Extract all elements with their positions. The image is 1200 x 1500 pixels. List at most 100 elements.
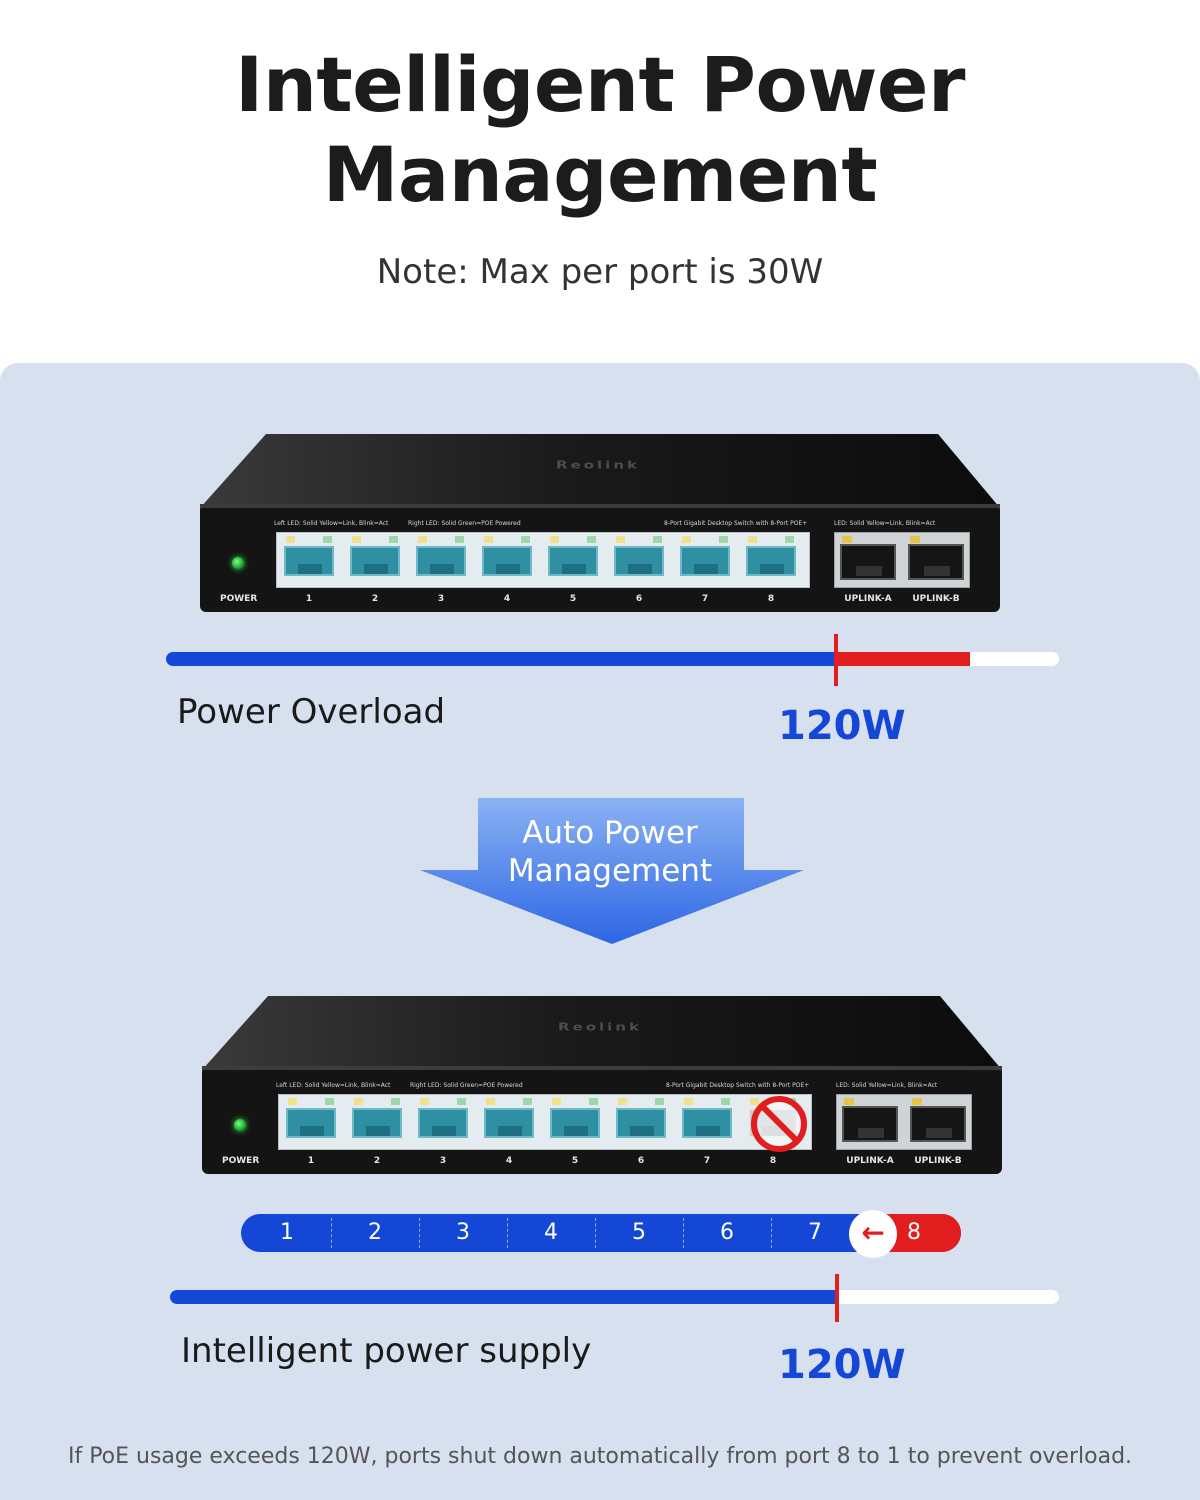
port-strip-divider bbox=[331, 1218, 332, 1248]
brand-logo: Reolink bbox=[558, 1020, 642, 1034]
port-number-label: 1 bbox=[305, 594, 313, 604]
port-strip-divider bbox=[683, 1218, 684, 1248]
port-link-led bbox=[748, 536, 757, 543]
port-leds bbox=[416, 536, 466, 544]
intelligent-power-bar bbox=[170, 1290, 1059, 1304]
port-strip-divider bbox=[595, 1218, 596, 1248]
ethernet-port-icon bbox=[414, 1096, 472, 1148]
port-strip-segment: 7 bbox=[808, 1220, 822, 1245]
port-leds bbox=[284, 536, 334, 544]
power-led-icon bbox=[232, 557, 244, 569]
port-jack bbox=[680, 546, 730, 576]
port-poe-led bbox=[653, 536, 662, 543]
ethernet-port-icon bbox=[610, 534, 668, 586]
ethernet-port-icon bbox=[742, 534, 800, 586]
port-leds bbox=[352, 1098, 402, 1106]
port-link-led bbox=[750, 1098, 759, 1105]
port-number-label: 8 bbox=[767, 594, 775, 604]
disabled-port-icon bbox=[751, 1096, 807, 1152]
port-jack bbox=[616, 1108, 666, 1138]
port-poe-led bbox=[719, 536, 728, 543]
uplink-led-note: LED: Solid Yellow=Link, Blink=Act bbox=[834, 520, 936, 527]
port-number-label: 6 bbox=[637, 1156, 645, 1166]
down-arrow-icon bbox=[420, 798, 804, 944]
port-jack bbox=[350, 546, 400, 576]
uplink-label: UPLINK-A bbox=[844, 594, 892, 604]
ethernet-port-icon bbox=[412, 534, 470, 586]
port-strip-segment: 4 bbox=[544, 1220, 558, 1245]
left-led-note: Left LED: Solid Yellow=Link, Blink=Act bbox=[276, 1082, 391, 1089]
auto-power-arrow: Auto Power Management bbox=[420, 798, 804, 944]
port-poe-led bbox=[391, 1098, 400, 1105]
port-link-led bbox=[484, 536, 493, 543]
port-poe-led bbox=[721, 1098, 730, 1105]
overload-threshold-marker bbox=[833, 634, 838, 686]
port-number-label: 7 bbox=[703, 1156, 711, 1166]
port-strip-divider bbox=[419, 1218, 420, 1248]
port-number-label: 7 bbox=[701, 594, 709, 604]
port-poe-led bbox=[455, 536, 464, 543]
port-link-led bbox=[418, 536, 427, 543]
port-jack bbox=[352, 1108, 402, 1138]
uplink-link-led bbox=[910, 536, 920, 543]
port-jack bbox=[548, 546, 598, 576]
brand-logo: Reolink bbox=[556, 458, 640, 472]
port-leds bbox=[616, 1098, 666, 1106]
port-jack bbox=[484, 1108, 534, 1138]
port-strip-shutdown-label: 8 bbox=[907, 1220, 921, 1245]
port-leds bbox=[548, 536, 598, 544]
port-jack bbox=[550, 1108, 600, 1138]
uplink-led-note: LED: Solid Yellow=Link, Blink=Act bbox=[836, 1082, 938, 1089]
port-link-led bbox=[354, 1098, 363, 1105]
ethernet-port-icon bbox=[346, 534, 404, 586]
uplink-jack bbox=[908, 544, 964, 580]
intelligent-label: Intelligent power supply bbox=[181, 1331, 592, 1371]
port-poe-led bbox=[655, 1098, 664, 1105]
port-jack bbox=[418, 1108, 468, 1138]
port-link-led bbox=[288, 1098, 297, 1105]
port-number-label: 4 bbox=[505, 1156, 513, 1166]
uplink-label: UPLINK-A bbox=[846, 1156, 894, 1166]
port-strip-segment: 6 bbox=[720, 1220, 734, 1245]
port-leds bbox=[682, 1098, 732, 1106]
ethernet-port-icon bbox=[612, 1096, 670, 1148]
port-poe-led bbox=[457, 1098, 466, 1105]
port-number-label: 3 bbox=[439, 1156, 447, 1166]
title-line-1: Intelligent Power bbox=[235, 40, 965, 129]
uplink-jack bbox=[842, 1106, 898, 1142]
ethernet-port-icon bbox=[282, 1096, 340, 1148]
port-number-label: 5 bbox=[571, 1156, 579, 1166]
port-leds bbox=[614, 536, 664, 544]
port-leds bbox=[350, 536, 400, 544]
port-strip-segment: 5 bbox=[632, 1220, 646, 1245]
uplink-port-icon bbox=[838, 536, 898, 586]
ethernet-port-icon bbox=[480, 1096, 538, 1148]
page-title: Intelligent Power Management bbox=[0, 40, 1200, 220]
ethernet-port-icon bbox=[676, 534, 734, 586]
port-link-led bbox=[420, 1098, 429, 1105]
port-leds bbox=[286, 1098, 336, 1106]
port-jack bbox=[286, 1108, 336, 1138]
port-poe-led bbox=[323, 536, 332, 543]
uplink-link-led bbox=[844, 1098, 854, 1105]
uplink-label: UPLINK-B bbox=[912, 594, 960, 604]
arrow-text-line-1: Auto Power bbox=[522, 815, 698, 851]
port-leds bbox=[680, 536, 730, 544]
port-poe-led bbox=[785, 536, 794, 543]
uplink-link-led bbox=[912, 1098, 922, 1105]
port-link-led bbox=[684, 1098, 693, 1105]
port-number-label: 1 bbox=[307, 1156, 315, 1166]
power-label: POWER bbox=[222, 1156, 260, 1166]
footnote: If PoE usage exceeds 120W, ports shut do… bbox=[67, 1444, 1133, 1469]
ethernet-port-icon bbox=[544, 534, 602, 586]
ethernet-port-icon bbox=[678, 1096, 736, 1148]
overload-watt-label: 120W bbox=[778, 703, 906, 749]
port-poe-led bbox=[589, 1098, 598, 1105]
port-link-led bbox=[682, 536, 691, 543]
uplink-port-icon bbox=[906, 536, 966, 586]
port-link-led bbox=[552, 1098, 561, 1105]
power-led-icon bbox=[234, 1119, 246, 1131]
port-number-label: 2 bbox=[371, 594, 379, 604]
uplink-port-icon bbox=[840, 1098, 900, 1148]
